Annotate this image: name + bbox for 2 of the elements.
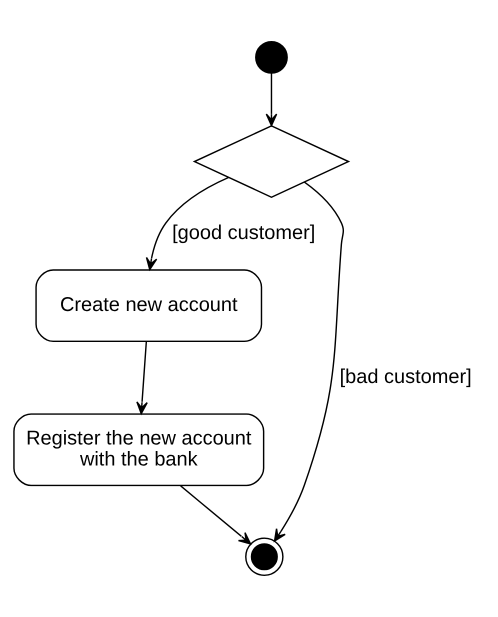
edge-label: [bad customer] [340,366,472,388]
edge-label: [good customer] [172,222,316,244]
